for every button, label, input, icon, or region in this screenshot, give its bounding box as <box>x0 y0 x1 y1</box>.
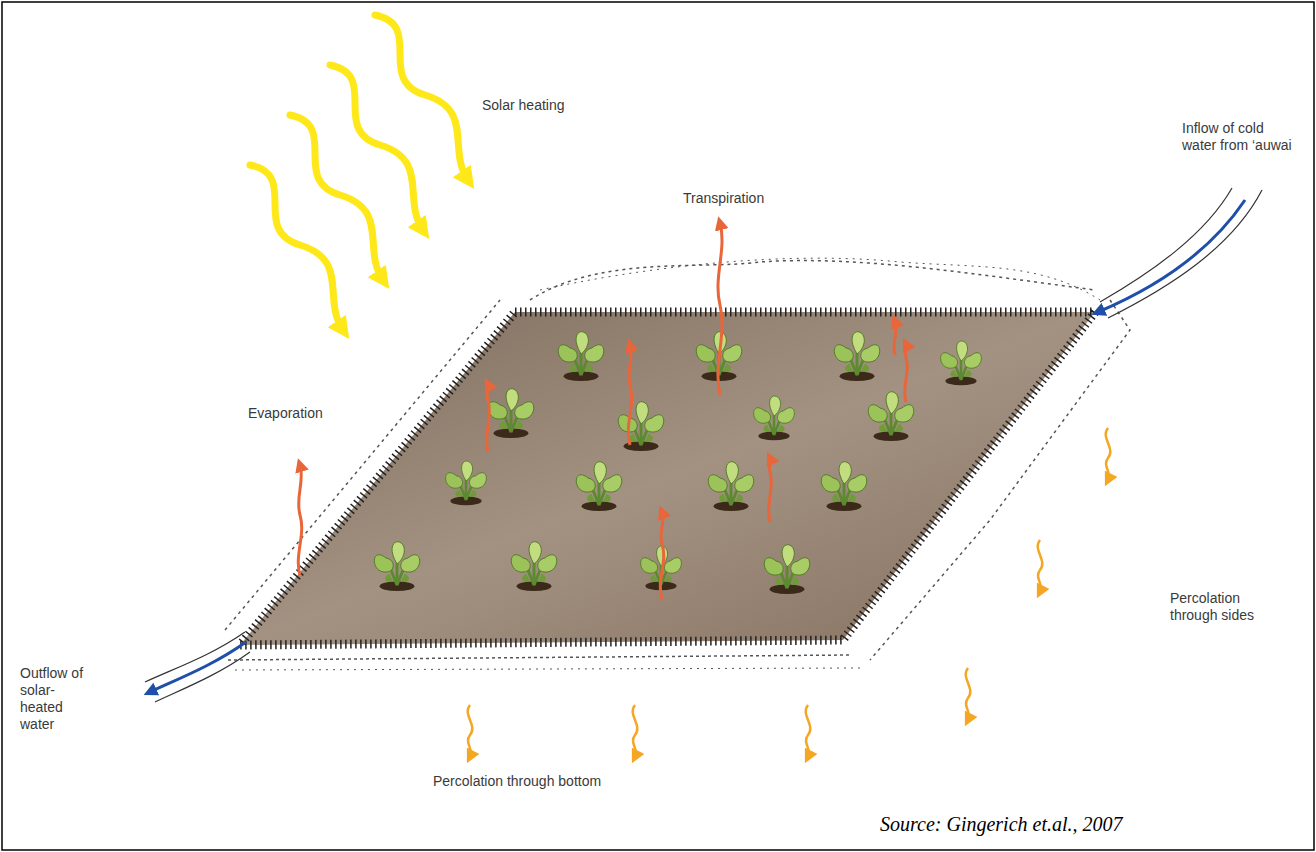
inflow-channel <box>1098 188 1262 318</box>
flooded-field <box>240 312 1095 645</box>
flow-label: Outflow of solar-heated water <box>20 665 92 733</box>
process-label: Percolation through bottom <box>433 773 601 790</box>
taro-plants <box>374 332 981 594</box>
process-label: Percolation through sides <box>1170 590 1274 624</box>
flow-label: Inflow of cold water from ‘auwai <box>1182 120 1294 154</box>
process-label: Evaporation <box>248 405 323 422</box>
vapour-arrows <box>298 223 907 600</box>
berm-sketch <box>225 258 1130 670</box>
process-label: Transpiration <box>683 190 764 207</box>
field-bank <box>240 312 1095 645</box>
outflow-channel <box>145 632 250 702</box>
process-label: Solar heating <box>482 97 565 114</box>
source-caption: Source: Gingerich et.al., 2007 <box>880 812 1123 836</box>
solar-arrows <box>250 15 468 330</box>
percolation-arrows <box>468 428 1111 757</box>
